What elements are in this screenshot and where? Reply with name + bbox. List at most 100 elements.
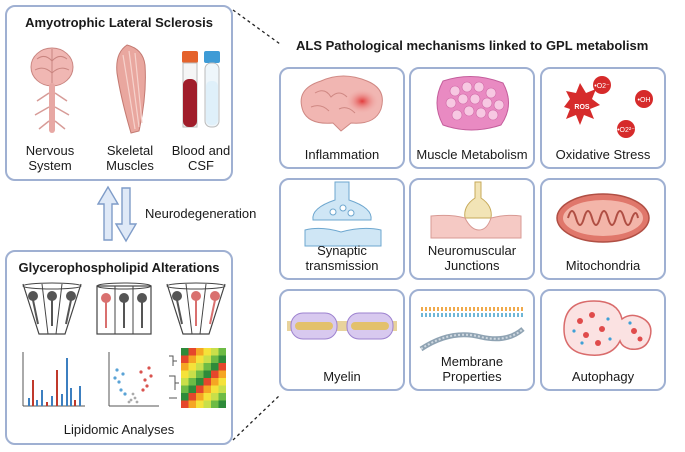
heatmap-cell [218,378,226,386]
heatmap-cell [211,348,219,356]
radical-peroxide: •O2²⁻ [617,127,635,134]
heatmap-cell [181,370,189,378]
heatmap-cell [188,355,196,363]
cell-label-inflammation: Inflammation [304,147,380,162]
als-item-skeletal-muscles: Skeletal Muscles [106,143,154,173]
neurodegeneration-label: Neurodegeneration [145,206,257,221]
heatmap-cell [203,348,211,356]
cell-label-oxidative-stress: Oxidative Stress [555,147,651,162]
heatmap-cell [188,400,196,408]
radical-hydroxyl: •OH [638,97,651,104]
heatmap-cell [218,363,226,371]
synapse-icon [304,181,382,247]
heatmap-cell [188,370,196,378]
mechanism-oxidative-stress: ROS •O2⁻ •OH •O2²⁻ Oxidative Stress [540,67,666,169]
heatmap-cell [188,385,196,393]
heatmap-cell [181,363,189,371]
heatmap-cells [181,348,226,408]
heatmap-cell [188,348,196,356]
heatmap-cell [211,370,219,378]
heatmap-cell [196,378,204,386]
heatmap-cell [218,348,226,356]
mechanisms-heading: ALS Pathological mechanisms linked to GP… [296,38,649,53]
muscle-cross-section-icon [436,76,509,131]
blood-csf-tubes-icon [182,51,220,128]
heatmap-cell [203,355,211,363]
heatmap-cell [181,393,189,401]
heatmap-cell [188,378,196,386]
heatmap-cell [196,393,204,401]
heatmap-cell [181,400,189,408]
als-title: Amyotrophic Lateral Sclerosis [25,15,213,30]
heatmap-cell [181,348,189,356]
mechanism-synaptic-transmission: Synaptic transmission [279,178,405,280]
heatmap-cell [218,400,226,408]
heatmap-cell [211,378,219,386]
gpl-title: Glycerophospholipid Alterations [18,260,220,275]
lipid-bilayer-icon [419,307,525,352]
gpl-footer: Lipidomic Analyses [63,422,175,437]
heatmap-cell [211,355,219,363]
heatmap-cell [211,393,219,401]
als-panel: Amyotrophic Lateral Sclerosis Nervous Sy… [5,5,233,181]
heatmap-cell [211,385,219,393]
lipid-cylinder-mixed-icon [96,282,152,335]
mechanism-inflammation: Inflammation [279,67,405,169]
heatmap-cell [196,385,204,393]
gpl-panel: Glycerophospholipid Alterations [5,250,233,445]
heatmap-cell [203,400,211,408]
cell-label-muscle-metabolism: Muscle Metabolism [416,147,528,162]
autophagosome-icon [563,300,652,356]
cell-label-membrane-properties: Membrane Properties [440,354,504,384]
heatmap-cell [196,348,204,356]
bidirectional-arrow-icon [96,185,138,243]
mechanism-myelin: Myelin [279,289,405,391]
skeletal-muscle-icon [116,44,146,134]
mechanism-muscle-metabolism: Muscle Metabolism [409,67,535,169]
mechanism-neuromuscular-junctions: Neuromuscular Junctions [409,178,535,280]
volcano-plot-thumbnail [108,352,159,407]
heatmap-cell [218,355,226,363]
heatmap-cell [203,385,211,393]
heatmap-cell [181,378,189,386]
ros-radicals-icon: ROS •O2⁻ •OH •O2²⁻ [564,76,653,138]
radical-superoxide: •O2⁻ [594,83,610,90]
mechanism-membrane-properties: Membrane Properties [409,289,535,391]
cell-label-mitochondria: Mitochondria [565,258,641,273]
nervous-system-icon [30,47,74,133]
lipid-cone-dark-icon [22,282,82,335]
mechanism-autophagy: Autophagy [540,289,666,391]
ros-label: ROS [574,104,590,111]
heatmap-thumbnail [169,348,226,408]
als-item-blood-csf: Blood and CSF [171,143,231,173]
heatmap-cell [203,363,211,371]
heatmap-cell [203,370,211,378]
mitochondrion-icon [556,193,650,243]
cell-label-autophagy: Autophagy [571,369,635,384]
heatmap-cell [203,393,211,401]
als-item-nervous-system: Nervous System [25,143,75,173]
heatmap-cell [181,355,189,363]
heatmap-cell [196,370,204,378]
mechanism-mitochondria: Mitochondria [540,178,666,280]
cell-label-synaptic-transmission: Synaptic transmission [305,243,379,273]
heatmap-cell [211,363,219,371]
bar-plot-thumbnail [22,352,85,407]
heatmap-cell [181,385,189,393]
heatmap-cell [188,363,196,371]
heatmap-cell [218,385,226,393]
heatmap-cell [203,378,211,386]
heatmap-cell [218,370,226,378]
cell-label-myelin: Myelin [323,369,361,384]
heatmap-cell [188,393,196,401]
heatmap-cell [196,355,204,363]
inflamed-brain-icon [300,75,383,132]
cell-label-neuromuscular-junctions: Neuromuscular Junctions [427,243,517,273]
myelinated-axon-icon [287,312,397,340]
heatmap-cell [196,363,204,371]
heatmap-cell [218,393,226,401]
heatmap-cell [196,400,204,408]
lipid-cone-pink-icon [166,282,226,335]
neuromuscular-junction-icon [430,181,522,239]
heatmap-cell [211,400,219,408]
